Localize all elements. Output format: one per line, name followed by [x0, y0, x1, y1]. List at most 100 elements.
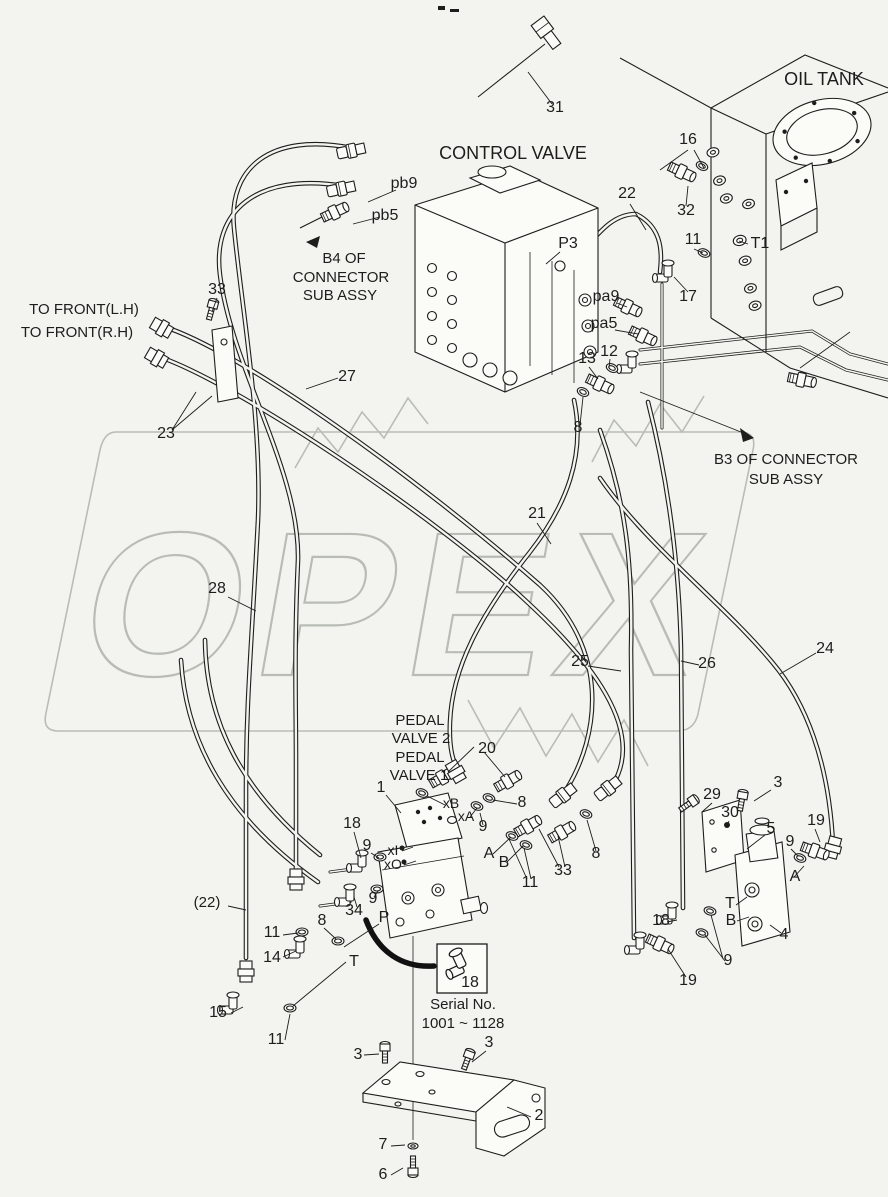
- label-34-pedal: PEDAL: [395, 749, 444, 766]
- label-17-13: 13: [578, 350, 596, 367]
- label-79-18: 18: [652, 912, 670, 929]
- label-57-14: 14: [263, 949, 281, 966]
- arrow-to-b3: [740, 428, 754, 442]
- label-64-10011128: 1001 ~ 1128: [422, 1015, 505, 1032]
- label-0-31: 31: [546, 99, 564, 116]
- label-13-t1: T1: [751, 235, 770, 252]
- label-29-25: 25: [571, 653, 589, 670]
- label-11-22: 22: [618, 185, 636, 202]
- sensor-probe: [477, 15, 562, 98]
- label-1-controlvalve: CONTROL VALVE: [439, 143, 587, 163]
- label-51-34: 34: [345, 902, 363, 919]
- label-43-9: 9: [363, 837, 372, 854]
- leader-lines: [171, 71, 821, 1176]
- label-72-5: 5: [767, 820, 776, 837]
- label-42-18: 18: [343, 815, 361, 832]
- mounting-bracket: [361, 936, 546, 1179]
- label-65-3: 3: [485, 1034, 494, 1051]
- label-18-12: 12: [600, 343, 618, 360]
- label-62-18: 18: [461, 974, 479, 991]
- label-44-xi: xI: [388, 842, 399, 858]
- label-8-p3: P3: [558, 235, 578, 252]
- label-67-7: 7: [379, 1136, 388, 1153]
- washer-30: [724, 822, 730, 828]
- label-22-tofrontrh: TO FRONT(R.H): [21, 324, 133, 341]
- label-7-subassy: SUB ASSY: [303, 287, 377, 304]
- label-14-17: 17: [679, 288, 697, 305]
- label-3-pb9: pb9: [391, 175, 418, 192]
- label-31-24: 24: [816, 640, 834, 657]
- label-26-subassy: SUB ASSY: [749, 471, 823, 488]
- label-10-32: 32: [677, 202, 695, 219]
- port-p3: [554, 260, 566, 272]
- washer-7: [407, 1142, 419, 1150]
- label-47-b: B: [499, 854, 510, 871]
- arrow-to-b4: [306, 236, 320, 248]
- label-58-t: T: [349, 953, 359, 970]
- label-20-33: 33: [208, 281, 226, 298]
- pedal-valve-assembly: [333, 792, 489, 939]
- label-15-pa9: pa9: [593, 288, 620, 305]
- label-41-8: 8: [518, 794, 527, 811]
- label-21-tofrontlh: TO FRONT(L.H): [29, 301, 139, 318]
- label-2-oiltank: OIL TANK: [784, 69, 864, 89]
- label-63-serialno: Serial No.: [430, 996, 496, 1013]
- label-80-9: 9: [724, 952, 733, 969]
- hydraulic-hoses: [154, 142, 836, 961]
- print-marks: [438, 6, 459, 12]
- label-45-xo: xO: [384, 856, 402, 872]
- label-46-a: A: [484, 845, 495, 862]
- label-60-11: 11: [268, 1031, 285, 1048]
- fittings: [216, 140, 845, 1016]
- label-56-8: 8: [318, 912, 327, 929]
- port-t1: [732, 234, 747, 247]
- label-75-a: A: [790, 868, 801, 885]
- serial-callout-box: [363, 917, 488, 994]
- label-61-3: 3: [354, 1046, 363, 1063]
- label-53-p: P: [379, 909, 390, 926]
- label-68-6: 6: [379, 1166, 388, 1183]
- label-39-xa: xA: [458, 808, 475, 824]
- label-24-27: 27: [338, 368, 356, 385]
- label-52-9: 9: [369, 890, 378, 907]
- label-38-xb: xB: [443, 795, 459, 811]
- label-50-8: 8: [592, 845, 601, 862]
- hose-clamp: [142, 296, 239, 403]
- label-69-29: 29: [703, 786, 721, 803]
- label-59-15: 15: [209, 1004, 227, 1021]
- label-30-26: 26: [698, 655, 716, 672]
- label-16-pa5: pa5: [591, 315, 618, 332]
- label-78-4: 4: [780, 926, 789, 943]
- label-54-22: (22): [194, 894, 221, 911]
- label-37-1: 1: [377, 779, 386, 796]
- label-19-8: 8: [574, 419, 583, 436]
- oil-tank: [619, 54, 888, 399]
- label-5-b4of: B4 OF: [322, 250, 365, 267]
- label-77-b: B: [726, 912, 737, 929]
- label-73-19: 19: [807, 812, 825, 829]
- label-81-19: 19: [679, 972, 697, 989]
- label-35-valve1: VALVE 1: [390, 767, 449, 784]
- control-valve: [414, 165, 599, 393]
- label-12-11: 11: [685, 231, 702, 248]
- label-28-28: 28: [208, 580, 226, 597]
- watermark: OPEX: [44, 395, 755, 767]
- label-76-t: T: [725, 895, 735, 912]
- shutoff-valve-assembly: [676, 788, 791, 947]
- label-71-3: 3: [774, 774, 783, 791]
- label-36-20: 20: [478, 740, 496, 757]
- label-6-connector: CONNECTOR: [293, 269, 390, 286]
- label-4-pb5: pb5: [372, 207, 399, 224]
- label-40-9: 9: [479, 818, 488, 835]
- label-23-23: 23: [157, 425, 175, 442]
- label-32-pedal: PEDAL: [395, 712, 444, 729]
- label-74-9: 9: [786, 833, 795, 850]
- label-49-33: 33: [554, 862, 572, 879]
- label-48-11: 11: [522, 874, 539, 891]
- label-9-16: 16: [679, 131, 697, 148]
- label-33-valve2: VALVE 2: [392, 730, 451, 747]
- label-55-11: 11: [264, 924, 281, 941]
- label-25-b3ofconnector: B3 OF CONNECTOR: [714, 451, 858, 468]
